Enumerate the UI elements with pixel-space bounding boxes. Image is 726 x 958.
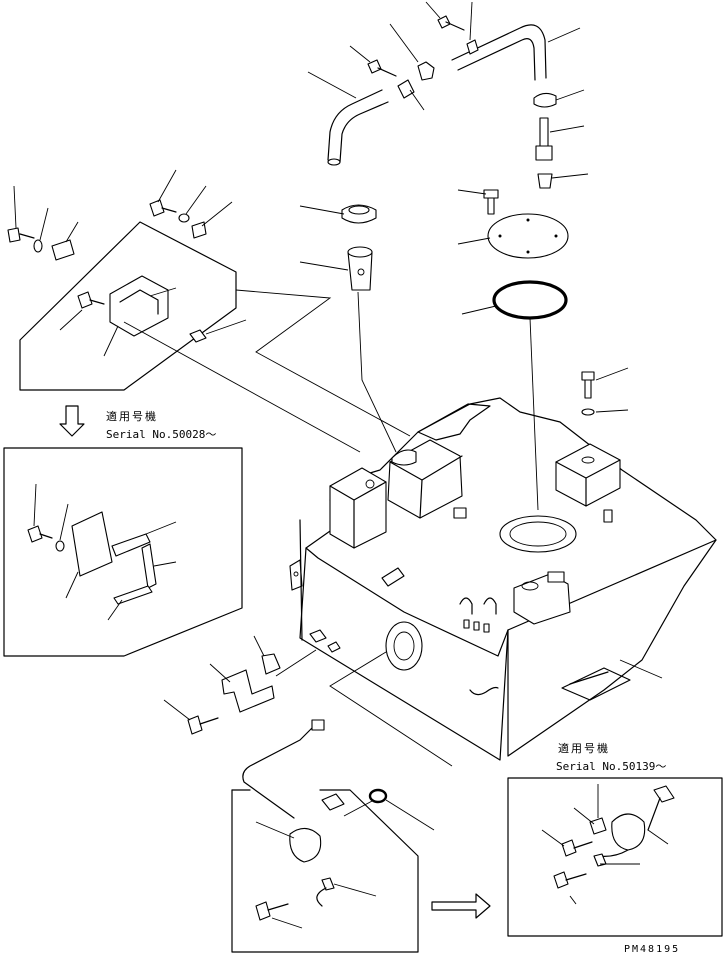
clip-bottom (261, 653, 281, 675)
bracket-bottom (221, 669, 275, 713)
bolt-top-1 (437, 15, 465, 31)
clamp-detail-panel (7, 169, 411, 453)
bolt-detail-1 (27, 525, 53, 543)
filler-assembly (299, 204, 397, 453)
washer-top (178, 213, 190, 223)
step-plate (561, 667, 631, 701)
sender-flange (289, 827, 322, 863)
down-arrow-icon (59, 405, 85, 437)
serial-note-1: 適用号機 Serial No.50028～ (59, 405, 216, 441)
bolt-top-2 (367, 59, 397, 77)
serial-note-2: 適用号機 Serial No.50139～ (556, 741, 666, 773)
hose-clip (466, 39, 479, 55)
vent-hose-assembly (307, 1, 581, 166)
note-applicable-1: 適用号機 (106, 409, 158, 423)
side-opening (385, 621, 423, 671)
bolt-bottom (187, 715, 219, 735)
plate-detail-1 (71, 511, 113, 577)
right-arrow-icon (431, 893, 491, 919)
detail-box-1 (3, 447, 243, 657)
connector (311, 719, 325, 731)
drawing-code: PM48195 (624, 944, 680, 955)
detail-box-2 (507, 777, 723, 937)
left-support (329, 467, 387, 549)
breather-assembly (533, 89, 589, 189)
fuel-tank (289, 397, 717, 767)
bolt-left-1 (7, 227, 35, 243)
bolt-cover (483, 189, 499, 215)
cover-plate (487, 213, 569, 259)
note-serial-2: Serial No.50139～ (556, 760, 666, 773)
pad-detail-1 (111, 533, 151, 557)
o-ring (492, 280, 568, 320)
note-serial-1: Serial No.50028～ (106, 428, 216, 441)
right-support (555, 443, 621, 507)
tank-opening (499, 515, 577, 553)
bolt-right (581, 371, 595, 399)
fitting-pipe (539, 117, 549, 147)
bolt-box2-2 (553, 871, 587, 889)
sensor-bracket-assembly (163, 635, 491, 953)
clamp-bracket (109, 275, 169, 337)
strainer (347, 251, 373, 291)
adapter (537, 173, 553, 189)
clamp-small (417, 61, 435, 81)
cover-assembly (457, 189, 629, 511)
plate-small-left (51, 239, 75, 261)
cap-small (533, 92, 557, 108)
washer-right (581, 408, 595, 416)
bolt-detail-bottom (255, 901, 289, 921)
nut-left (189, 329, 207, 343)
o-ring-small (368, 788, 388, 804)
note-applicable-2: 適用号機 (558, 741, 610, 755)
bolt-left-3 (77, 291, 105, 309)
washer-left (33, 239, 43, 253)
bolt-box2-1 (561, 839, 593, 857)
bracket-small (397, 79, 415, 99)
bolt-left-2 (149, 199, 177, 217)
